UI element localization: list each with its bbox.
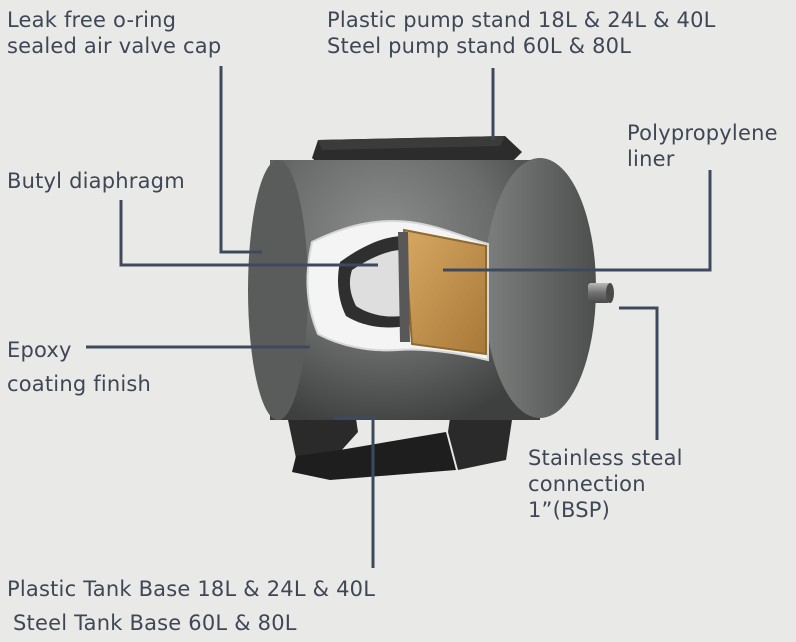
label-tank-base: Plastic Tank Base 18L & 24L & 40L Steel …: [7, 572, 375, 640]
label-valve-cap: Leak free o-ring sealed air valve cap: [7, 7, 221, 59]
leader-diaphragm: [119, 200, 378, 267]
leader-lines: [86, 66, 712, 568]
leader-valve-cap: [219, 66, 262, 254]
label-connection-line-3: 1”(BSP): [528, 498, 611, 522]
label-connection: Stainless steal connection 1”(BSP): [528, 445, 683, 523]
label-liner-line-2: liner: [627, 147, 675, 171]
label-diaphragm: Butyl diaphragm: [7, 168, 185, 194]
label-epoxy-line-2: coating finish: [7, 372, 152, 396]
leader-connection: [619, 306, 659, 440]
label-tank-base-line-1: Plastic Tank Base 18L & 24L & 40L: [7, 577, 376, 601]
label-diaphragm-line-1: Butyl diaphragm: [7, 169, 185, 193]
label-valve-cap-line-2: sealed air valve cap: [7, 34, 222, 58]
label-liner: Polypropylene liner: [627, 120, 778, 172]
fitting-shape: [588, 283, 614, 303]
label-pump-stand-line-2: Steel pump stand 60L & 80L: [327, 34, 632, 58]
label-valve-cap-line-1: Leak free o-ring: [7, 8, 177, 32]
label-connection-line-2: connection: [528, 472, 646, 496]
label-epoxy: Epoxy coating finish: [7, 333, 151, 401]
leader-liner: [443, 170, 712, 272]
label-epoxy-line-1: Epoxy: [7, 338, 72, 362]
label-liner-line-1: Polypropylene: [627, 121, 778, 145]
label-pump-stand-line-1: Plastic pump stand 18L & 24L & 40L: [327, 8, 716, 32]
label-tank-base-line-2: Steel Tank Base 60L & 80L: [13, 611, 297, 635]
leader-tank-base: [334, 416, 375, 568]
label-pump-stand: Plastic pump stand 18L & 24L & 40L Steel…: [327, 7, 716, 59]
cutaway-shape: [306, 219, 489, 362]
label-connection-line-1: Stainless steal: [528, 446, 683, 470]
